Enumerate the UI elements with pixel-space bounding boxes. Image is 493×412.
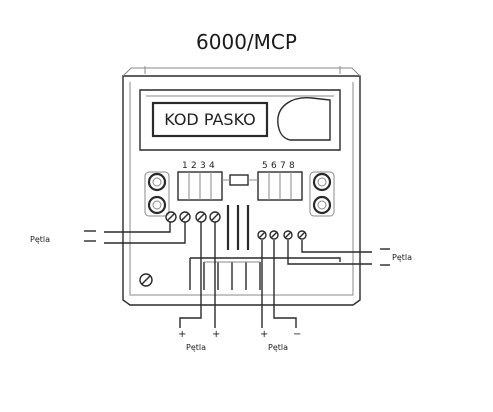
right-loop-wires [287,240,390,266]
screw-icon [139,273,153,287]
diagram-title: 6000/MCP [196,30,297,54]
plus-sign: + [260,329,268,340]
terminal-number-3: 3 [200,161,206,171]
terminal-number-6: 6 [271,161,277,171]
terminal-numbers: 1 2 3 4 5 6 7 8 [182,161,295,171]
left-loop-wires [84,222,186,244]
minus-sign: − [293,329,301,340]
loop-label-left: Pętla [30,235,50,244]
terminal-number-1: 1 [182,161,188,171]
terminal-number-5: 5 [262,161,268,171]
loop-label-right: Pętla [392,253,412,262]
loop-label-bottom-right: Pętla [268,343,288,352]
loop-label-bottom-left: Pętla [186,343,206,352]
terminal-screws [165,211,307,240]
cable-channel [189,205,341,290]
plus-sign: + [178,329,186,340]
terminal-number-2: 2 [191,161,197,171]
bottom-right-loop-wires [261,240,297,328]
connector-block-left [177,171,223,201]
label-box: KOD PASKO [151,101,269,138]
center-clip [222,174,258,186]
mounting-holes [144,171,335,217]
device-housing [122,66,361,306]
inner-panel [139,89,341,151]
connector-block-right [257,171,303,201]
bottom-left-loop-wires [179,222,216,328]
terminal-number-4: 4 [209,161,215,171]
device-label: KOD PASKO [164,110,256,129]
terminal-number-7: 7 [280,161,286,171]
terminal-number-8: 8 [289,161,295,171]
plus-sign: + [212,329,220,340]
